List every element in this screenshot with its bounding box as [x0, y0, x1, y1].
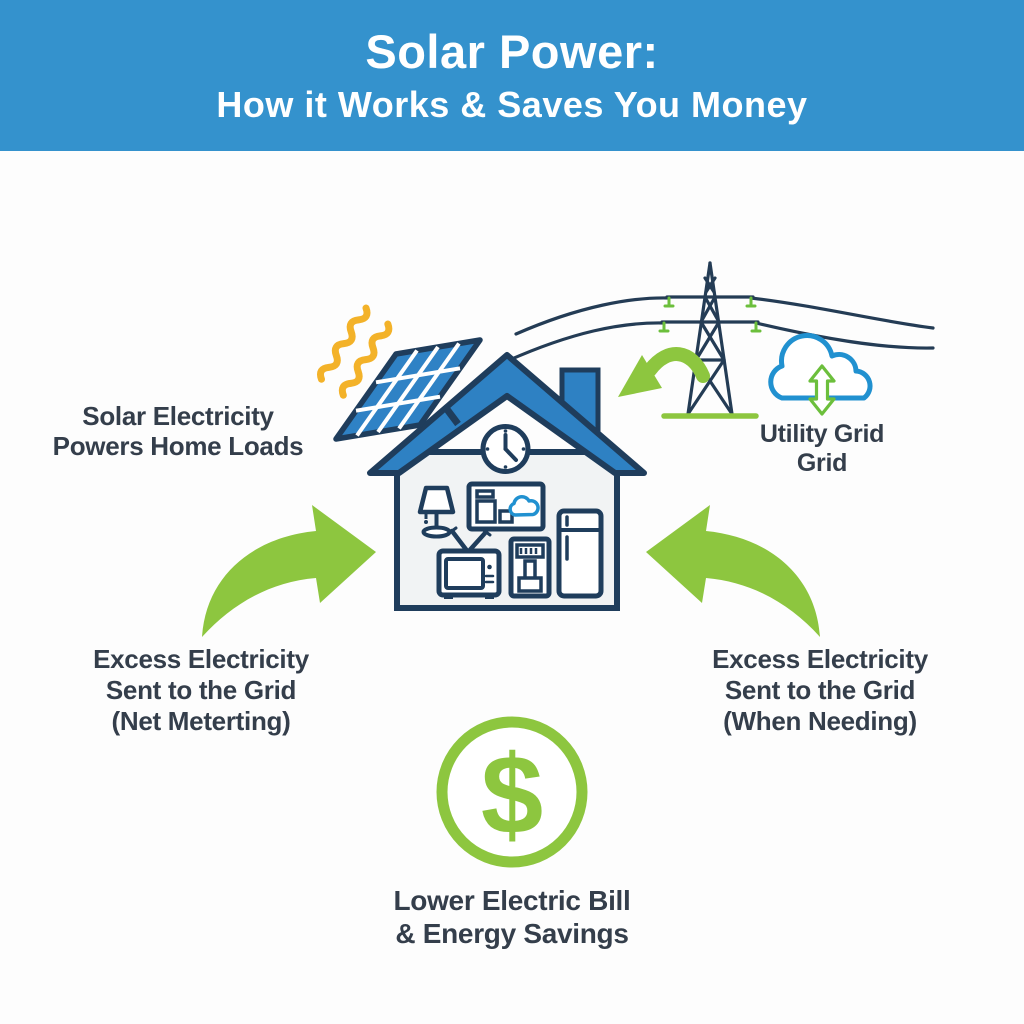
label-utility-grid: Utility Grid Grid: [722, 420, 922, 478]
label-lower-bill-savings: Lower Electric Bill & Energy Savings: [352, 884, 672, 950]
label-line: Sent to the Grid: [105, 675, 297, 705]
cloud-icon: [508, 494, 540, 517]
lamp-icon: [417, 485, 456, 539]
transmission-tower-icon: [660, 261, 760, 416]
label-line: Utility Grid: [759, 420, 885, 448]
label-line: Excess Electricity: [712, 644, 928, 674]
curved-arrow-left-icon: [202, 505, 376, 637]
tv-icon: [436, 526, 502, 599]
power-lines: [503, 296, 935, 364]
curved-arrow-right-icon: [646, 505, 820, 637]
grid-cloud-icon: [768, 333, 873, 416]
clock-icon: [480, 424, 531, 474]
page-subtitle: How it Works & Saves You Money: [216, 84, 808, 125]
label-line: Sent to the Grid: [724, 675, 916, 705]
appliance-icon: [508, 536, 552, 599]
label-excess-when-needed: Excess Electricity Sent to the Grid (Whe…: [660, 644, 980, 737]
curved-arrow-grid-icon: [618, 347, 710, 397]
energy-dashboard-icon: [466, 481, 546, 532]
solar-panel-icon: [333, 337, 483, 442]
label-line: Grid: [796, 449, 848, 477]
fridge-icon: [556, 508, 604, 599]
label-line: Excess Electricity: [93, 644, 309, 674]
page-title: Solar Power:: [365, 25, 659, 78]
dollar-icon: $: [436, 716, 588, 868]
label-line: Solar Electricity: [82, 401, 274, 431]
label-line: Powers Home Loads: [52, 431, 304, 461]
sun-rays-icon: [317, 304, 393, 399]
dollar-symbol: $: [481, 732, 543, 857]
header-banner: Solar Power: How it Works & Saves You Mo…: [0, 0, 1024, 151]
label-solar-powers-home: Solar Electricity Powers Home Loads: [18, 401, 338, 461]
label-line: Lower Electric Bill: [393, 885, 631, 916]
house-roof: [367, 352, 647, 476]
insulator-icons: [658, 296, 762, 333]
label-line: (When Needing): [723, 706, 917, 736]
label-line: & Energy Savings: [395, 918, 629, 949]
label-line: (Net Meterting): [111, 706, 291, 736]
label-excess-net-metering: Excess Electricity Sent to the Grid (Net…: [41, 644, 361, 737]
updown-arrow-icon: [808, 364, 836, 416]
